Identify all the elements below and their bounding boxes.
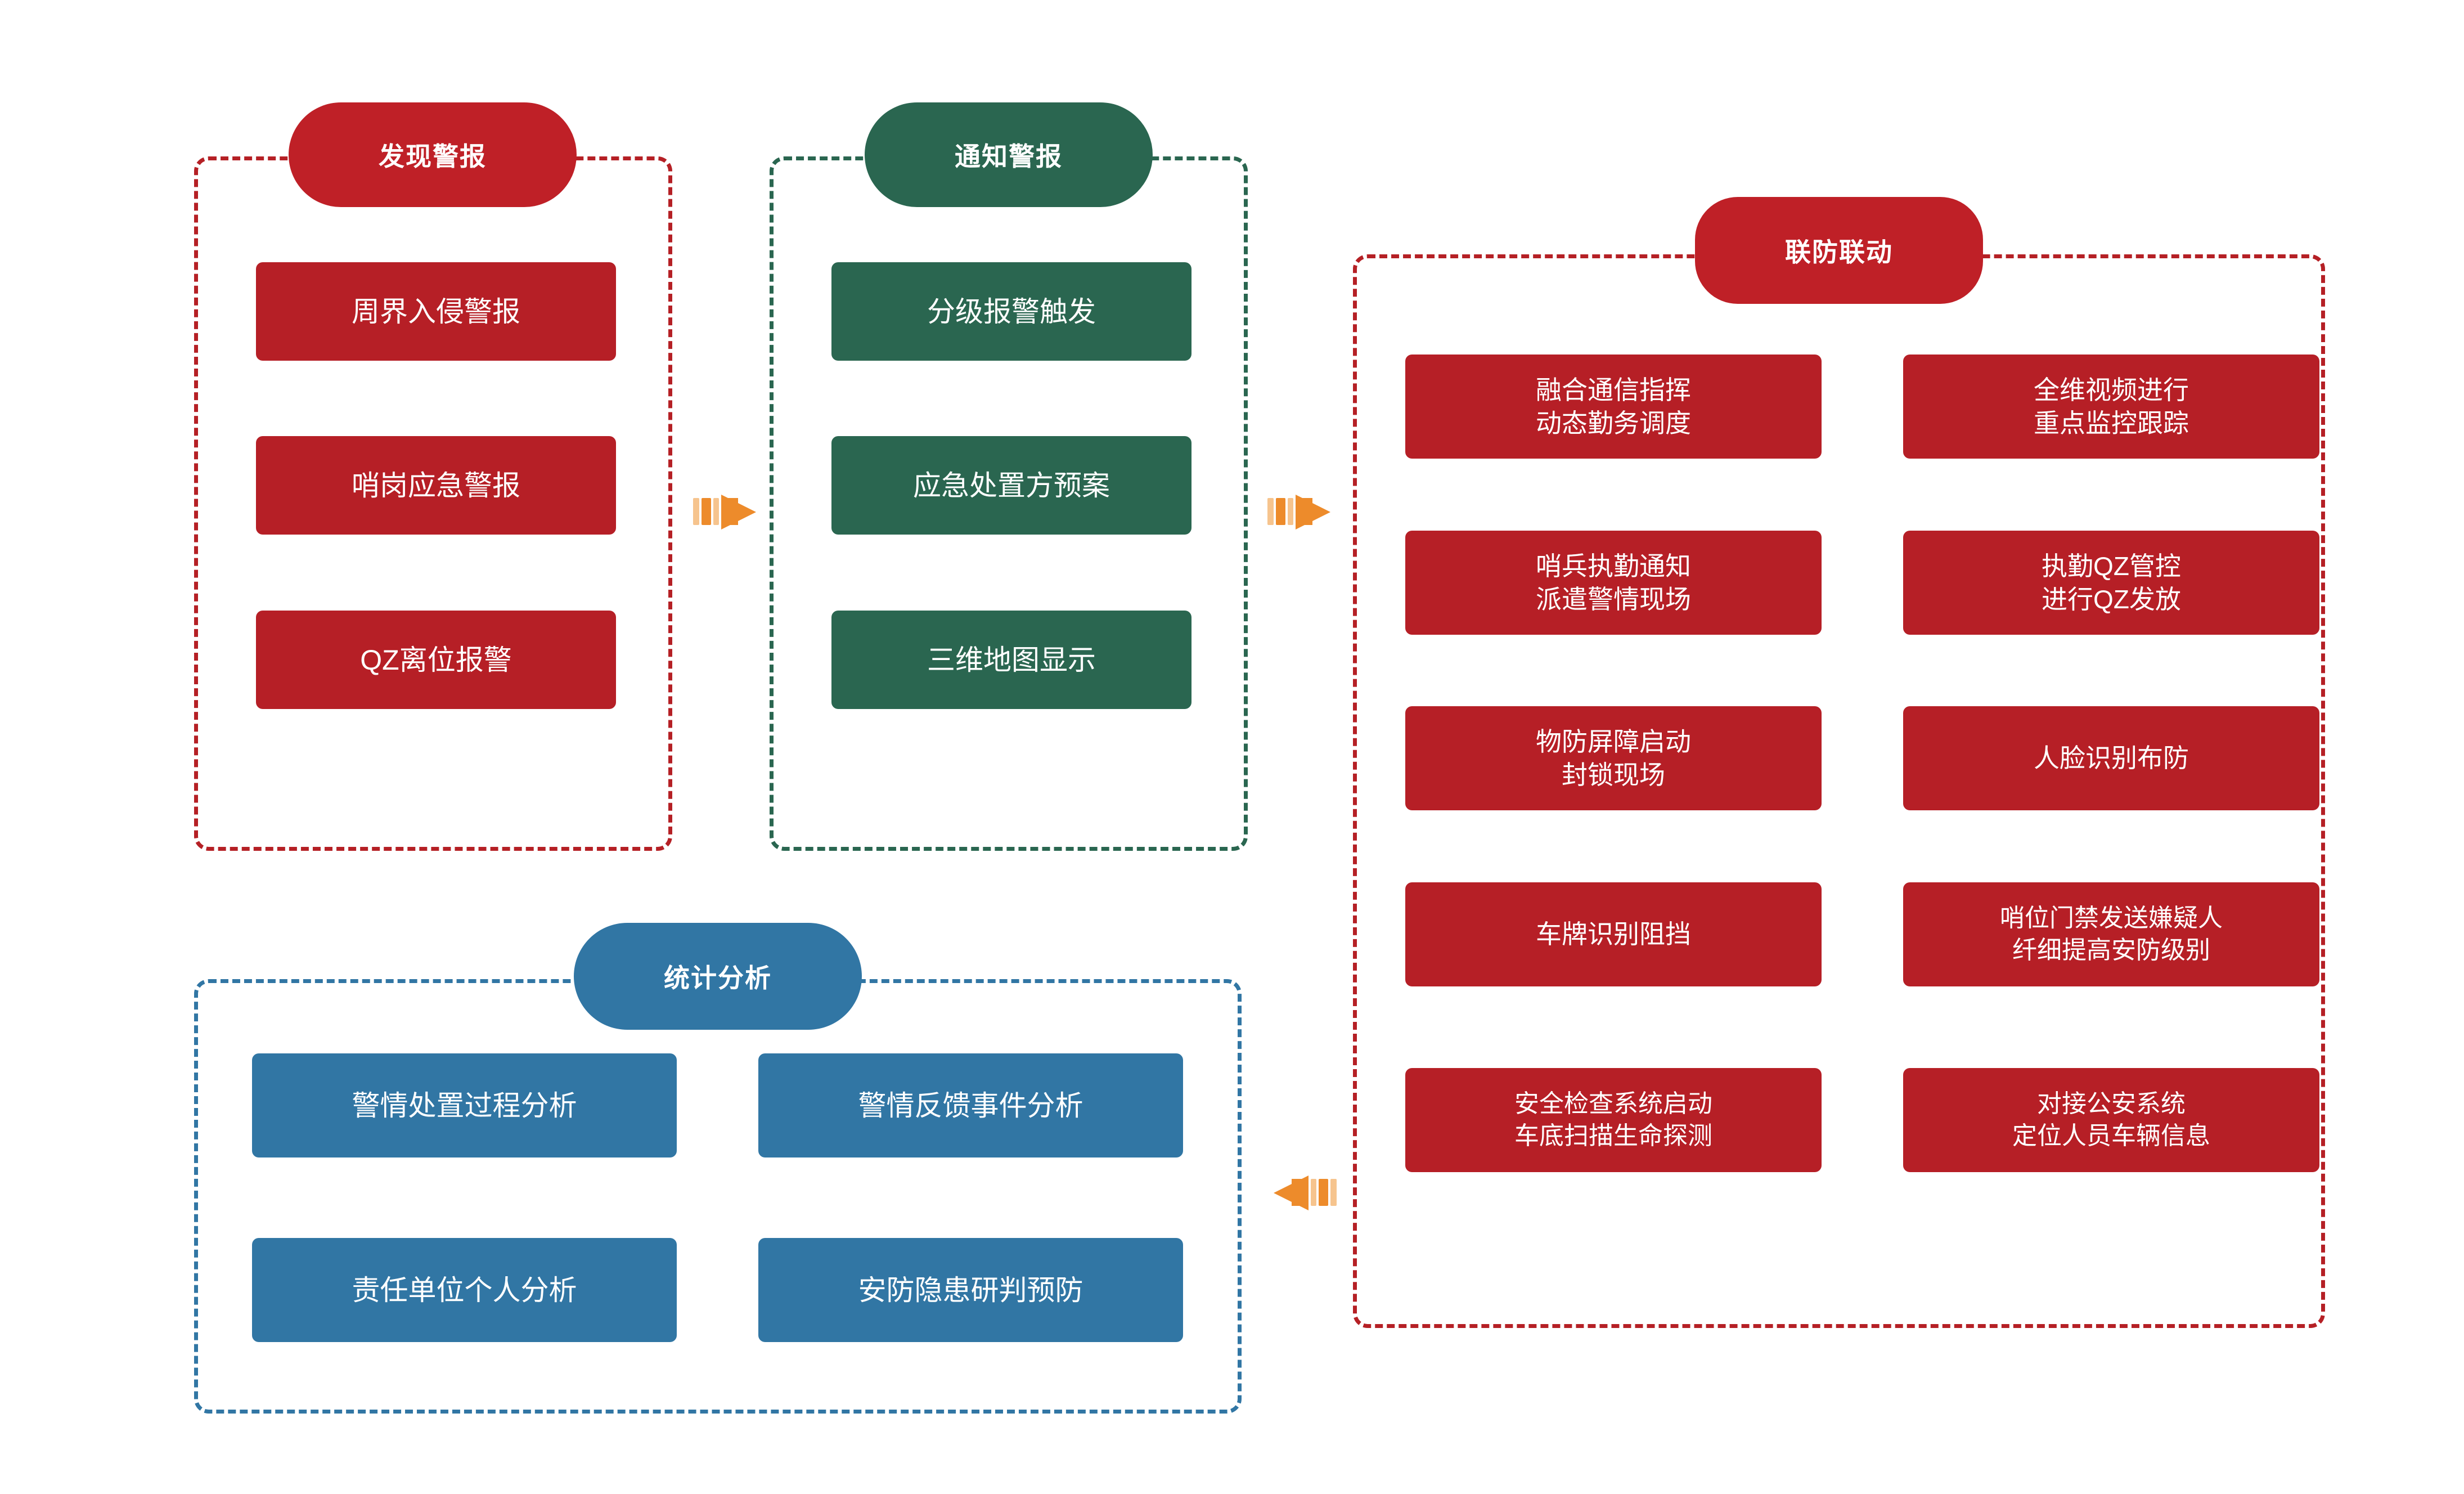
item-label: 执勤QZ管控 进行QZ发放 [2036, 550, 2187, 616]
item-box-discover-0[interactable]: 周界入侵警报 [256, 262, 616, 361]
item-label: 警情反馈事件分析 [858, 1089, 1083, 1121]
group-header-label: 发现警报 [379, 142, 487, 171]
item-label-line2: 重点监控跟踪 [2034, 408, 2189, 438]
group-header-label: 统计分析 [664, 963, 772, 993]
item-box-joint-1[interactable]: 全维视频进行 重点监控跟踪 [1903, 355, 2319, 459]
item-label-line2: 派遣警情现场 [1536, 584, 1691, 614]
item-box-discover-2[interactable]: QZ离位报警 [256, 611, 616, 709]
item-label-line1: 执勤QZ管控 [2042, 551, 2181, 581]
item-label: 安防隐患研判预防 [858, 1274, 1083, 1306]
arrow-notify-to-joint-defense [1267, 481, 1334, 543]
group-header-notify-alarm[interactable]: 通知警报 [865, 102, 1153, 207]
item-label-line1: 人脸识别布防 [2034, 743, 2189, 773]
item-label: 哨位门禁发送嫌疑人 纤细提高安防级别 [1994, 903, 2228, 966]
item-box-statistics-3[interactable]: 安防隐患研判预防 [758, 1238, 1183, 1342]
item-label: 应急处置方预案 [913, 469, 1110, 501]
item-label-line1: 对接公安系统 [2037, 1090, 2186, 1118]
item-box-statistics-1[interactable]: 警情反馈事件分析 [758, 1053, 1183, 1157]
item-box-notify-0[interactable]: 分级报警触发 [831, 262, 1191, 361]
item-label-line1: 融合通信指挥 [1536, 375, 1691, 405]
item-label: 周界入侵警报 [352, 295, 520, 327]
item-label-line1: 全维视频进行 [2034, 375, 2189, 405]
item-label: 哨岗应急警报 [352, 469, 520, 501]
item-box-joint-3[interactable]: 执勤QZ管控 进行QZ发放 [1903, 531, 2319, 635]
item-box-joint-8[interactable]: 安全检查系统启动 车底扫描生命探测 [1405, 1068, 1822, 1172]
item-label-line1: 哨位门禁发送嫌疑人 [2000, 904, 2223, 932]
item-box-statistics-0[interactable]: 警情处置过程分析 [252, 1053, 677, 1157]
group-header-label: 通知警报 [955, 142, 1063, 171]
group-header-label: 联防联动 [1785, 237, 1893, 267]
item-label: 人脸识别布防 [2028, 742, 2195, 775]
item-label-line2: 封锁现场 [1562, 760, 1665, 789]
item-box-joint-5[interactable]: 人脸识别布防 [1903, 706, 2319, 810]
item-label-line2: 纤细提高安防级别 [2012, 936, 2210, 964]
item-label-line1: 安全检查系统启动 [1514, 1090, 1712, 1118]
item-label-line2: 动态勤务调度 [1536, 408, 1691, 438]
group-header-statistics[interactable]: 统计分析 [574, 923, 862, 1030]
item-label: 全维视频进行 重点监控跟踪 [2028, 374, 2195, 440]
group-header-discover-alarm[interactable]: 发现警报 [289, 102, 577, 207]
item-box-joint-2[interactable]: 哨兵执勤通知 派遣警情现场 [1405, 531, 1822, 635]
item-label: 哨兵执勤通知 派遣警情现场 [1530, 550, 1697, 616]
item-box-joint-9[interactable]: 对接公安系统 定位人员车辆信息 [1903, 1068, 2319, 1172]
item-box-joint-4[interactable]: 物防屏障启动 封锁现场 [1405, 706, 1822, 810]
arrow-joint-defense-to-statistics [1270, 1162, 1337, 1224]
item-label: 车牌识别阻挡 [1530, 918, 1697, 951]
item-label-line1: 物防屏障启动 [1536, 726, 1691, 756]
item-label-line1: 哨兵执勤通知 [1536, 551, 1691, 581]
item-label: 安全检查系统启动 车底扫描生命探测 [1509, 1088, 1718, 1152]
item-box-statistics-2[interactable]: 责任单位个人分析 [252, 1238, 677, 1342]
item-label: 三维地图显示 [927, 644, 1096, 676]
item-label: 分级报警触发 [927, 295, 1096, 327]
item-box-discover-1[interactable]: 哨岗应急警报 [256, 436, 616, 535]
item-label-line2: 车底扫描生命探测 [1514, 1121, 1712, 1150]
item-label-line2: 定位人员车辆信息 [2012, 1121, 2210, 1150]
item-label: 物防屏障启动 封锁现场 [1530, 725, 1697, 792]
item-box-notify-2[interactable]: 三维地图显示 [831, 611, 1191, 709]
item-label: 责任单位个人分析 [352, 1274, 577, 1306]
item-label: QZ离位报警 [360, 644, 512, 676]
item-box-notify-1[interactable]: 应急处置方预案 [831, 436, 1191, 535]
arrow-discover-to-notify [693, 481, 759, 543]
item-label-line1: 车牌识别阻挡 [1536, 919, 1691, 949]
item-box-joint-7[interactable]: 哨位门禁发送嫌疑人 纤细提高安防级别 [1903, 882, 2319, 986]
item-box-joint-6[interactable]: 车牌识别阻挡 [1405, 882, 1822, 986]
item-label-line2: 进行QZ发放 [2042, 584, 2181, 614]
group-statistics [194, 979, 1242, 1414]
item-label: 警情处置过程分析 [352, 1089, 577, 1121]
item-box-joint-0[interactable]: 融合通信指挥 动态勤务调度 [1405, 355, 1822, 459]
item-label: 融合通信指挥 动态勤务调度 [1530, 374, 1697, 440]
item-label: 对接公安系统 定位人员车辆信息 [2007, 1088, 2216, 1152]
group-header-joint-defense[interactable]: 联防联动 [1695, 197, 1983, 304]
